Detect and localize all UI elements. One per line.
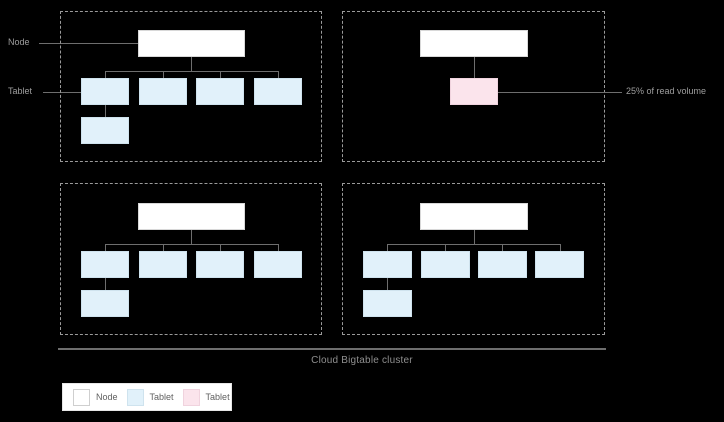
legend-item-hot-tablet: Tablet [182,388,230,406]
tablet-box-bottom-right-2 [421,251,470,278]
tablet-box-bottom-right-4 [535,251,584,278]
legend-swatch-tablet-icon [126,388,144,406]
connector-trunk-top-left [191,57,192,71]
node-boundary-top-left [60,11,322,162]
connector-drop-bottom-left-5 [105,278,106,290]
tablet-box-bottom-right-5 [363,290,412,317]
connector-drop-bottom-right-1 [387,244,388,251]
connector-trunk-bottom-right [474,230,475,244]
legend-item-tablet: Tablet [126,388,174,406]
tablet-box-bottom-right-1 [363,251,412,278]
legend-label-tablet: Tablet [149,391,174,402]
connector-drop-bottom-left-1 [105,244,106,251]
side-label-tablet: Tablet [8,86,33,96]
node-box-bottom-right [420,203,528,230]
connector-drop-bottom-right-4 [560,244,561,251]
tablet-box-top-left-4 [254,78,302,105]
side-label-node: Node [8,37,30,47]
node-box-bottom-left [138,203,245,230]
tablet-box-top-left-5 [81,117,129,144]
tablet-box-top-left-3 [196,78,244,105]
connector-trunk-top-right [474,57,475,78]
tablet-box-bottom-left-4 [254,251,302,278]
leader-line-tablet [43,92,81,93]
node-box-top-right [420,30,528,57]
tablet-box-bottom-left-2 [139,251,187,278]
tablet-box-top-left-1 [81,78,129,105]
connector-trunk-bottom-left [191,230,192,244]
connector-drop-top-left-4 [278,71,279,78]
legend-swatch-node-icon [73,388,90,406]
legend-label-node: Node [96,391,118,402]
legend: Node Tablet Tablet [62,383,232,411]
legend-label-hot-tablet: Tablet [205,391,230,402]
tablet-box-bottom-left-3 [196,251,244,278]
tablet-box-bottom-right-3 [478,251,527,278]
tablet-box-bottom-left-5 [81,290,129,317]
connector-drop-bottom-right-5 [387,278,388,290]
leader-line-node [39,43,138,44]
connector-bus-bottom-right [387,244,560,245]
cluster-underline [58,348,606,350]
cluster-caption: Cloud Bigtable cluster [311,355,413,366]
connector-drop-bottom-right-3 [502,244,503,251]
connector-drop-bottom-left-4 [278,244,279,251]
connector-drop-top-left-1 [105,71,106,78]
connector-bus-top-left [105,71,278,72]
connector-drop-top-left-5 [105,105,106,117]
legend-swatch-hot-tablet-icon [182,388,200,406]
node-boundary-top-right [342,11,605,162]
tablet-box-top-right-hot [450,78,498,105]
connector-drop-top-left-3 [220,71,221,78]
node-boundary-bottom-left [60,183,322,335]
annotation-read-volume: 25% of read volume [626,86,707,96]
connector-drop-bottom-left-3 [220,244,221,251]
tablet-box-top-left-2 [139,78,187,105]
leader-line-read-volume [498,92,622,93]
tablet-box-bottom-left-1 [81,251,129,278]
legend-item-node: Node [73,388,118,406]
connector-bus-bottom-left [105,244,278,245]
node-box-top-left [138,30,245,57]
node-boundary-bottom-right [342,183,605,335]
connector-drop-top-left-2 [163,71,164,78]
connector-drop-bottom-left-2 [163,244,164,251]
connector-drop-bottom-right-2 [445,244,446,251]
